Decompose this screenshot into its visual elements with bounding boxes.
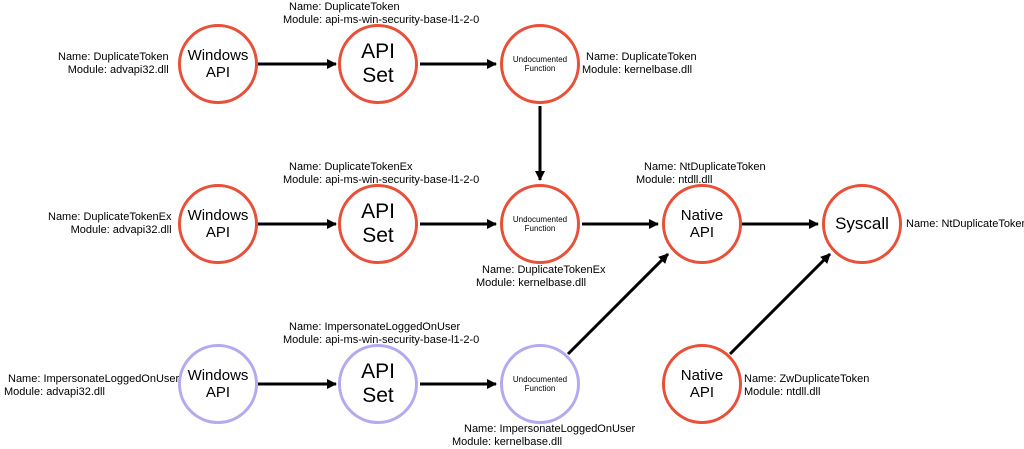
native-api-node-ntduplicatetoken: Native API <box>662 184 742 264</box>
label-name: Name: ImpersonateLoggedOnUser <box>289 321 461 333</box>
label-win1: Name: DuplicateToken Module: advapi32.dl… <box>58 51 169 77</box>
node-label: Undocumented Function <box>512 374 568 393</box>
windows-api-node-duplicatetokenex: Windows API <box>178 184 258 264</box>
label-module: Module: ntdll.dll <box>636 174 713 186</box>
node-label: Windows API <box>187 366 249 401</box>
label-module: Module: kernelbase.dll <box>476 277 587 289</box>
label-module: Module: advapi32.dll <box>4 386 105 398</box>
label-name: Name: ImpersonateLoggedOnUser <box>464 423 636 435</box>
label-name: Name: DuplicateTokenEx <box>482 264 606 276</box>
api-set-node-impersonateloggedonuser: API Set <box>338 344 418 424</box>
label-set1: Name: DuplicateToken Module: api-ms-win-… <box>283 1 479 27</box>
label-module: Module: api-ms-win-security-base-l1-2-0 <box>283 14 480 26</box>
label-module: Module: advapi32.dll <box>70 224 172 236</box>
label-name: Name: DuplicateTokenEx <box>289 161 413 173</box>
label-und2: Name: DuplicateTokenEx Module: kernelbas… <box>476 264 606 290</box>
label-set3: Name: ImpersonateLoggedOnUser Module: ap… <box>283 321 479 347</box>
syscall-node: Syscall <box>822 184 902 264</box>
node-label: Windows API <box>187 206 249 241</box>
api-set-node-duplicatetokenex: API Set <box>338 184 418 264</box>
node-label: Undocumented Function <box>512 54 568 73</box>
label-module: Module: ntdll.dll <box>744 386 821 398</box>
node-label: Undocumented Function <box>512 214 568 233</box>
label-name: Name: ImpersonateLoggedOnUser <box>8 373 180 385</box>
node-label: Native API <box>680 366 724 401</box>
label-win3: Name: ImpersonateLoggedOnUser Module: ad… <box>4 373 179 399</box>
label-name: Name: DuplicateToken <box>586 51 697 63</box>
label-name: Name: DuplicateTokenEx <box>48 211 172 223</box>
label-name: Name: DuplicateToken <box>58 51 169 63</box>
arrow-nat2-to-sys <box>728 252 832 356</box>
undocumented-function-node-duplicatetokenex: Undocumented Function <box>500 184 580 264</box>
arrow-und3-to-nat1 <box>566 252 670 356</box>
node-label: Windows API <box>187 46 249 81</box>
windows-api-node-duplicatetoken: Windows API <box>178 24 258 104</box>
node-label: API Set <box>361 39 395 87</box>
label-module: Module: kernelbase.dll <box>582 64 693 76</box>
label-name: Name: DuplicateToken <box>289 1 400 13</box>
label-module: Module: advapi32.dll <box>67 64 169 76</box>
undocumented-function-node-duplicatetoken: Undocumented Function <box>500 24 580 104</box>
node-label: API Set <box>361 359 395 407</box>
label-set2: Name: DuplicateTokenEx Module: api-ms-wi… <box>283 161 479 187</box>
api-set-node-duplicatetoken: API Set <box>338 24 418 104</box>
label-nat1: Name: NtDuplicateToken Module: ntdll.dll <box>636 161 766 187</box>
label-name: Name: ZwDuplicateToken <box>744 373 870 385</box>
undocumented-function-node-impersonateloggedonuser: Undocumented Function <box>500 344 580 424</box>
label-module: Module: kernelbase.dll <box>452 436 563 448</box>
label-module: Module: api-ms-win-security-base-l1-2-0 <box>283 334 480 346</box>
label-win2: Name: DuplicateTokenEx Module: advapi32.… <box>48 211 172 237</box>
node-label: API Set <box>361 199 395 247</box>
label-und1: Name: DuplicateToken Module: kernelbase.… <box>582 51 697 77</box>
label-und3: Name: ImpersonateLoggedOnUser Module: ke… <box>452 423 635 449</box>
label-module: Module: api-ms-win-security-base-l1-2-0 <box>283 174 480 186</box>
node-label: Native API <box>680 206 724 241</box>
node-label: Syscall <box>835 214 889 234</box>
windows-api-node-impersonateloggedonuser: Windows API <box>178 344 258 424</box>
label-nat2: Name: ZwDuplicateToken Module: ntdll.dll <box>744 373 869 399</box>
label-name: Name: NtDuplicateToken <box>644 161 766 173</box>
label-sys: Name: NtDuplicateToken <box>906 218 1024 231</box>
label-name: Name: NtDuplicateToken <box>906 218 1024 230</box>
native-api-node-zwduplicatetoken: Native API <box>662 344 742 424</box>
